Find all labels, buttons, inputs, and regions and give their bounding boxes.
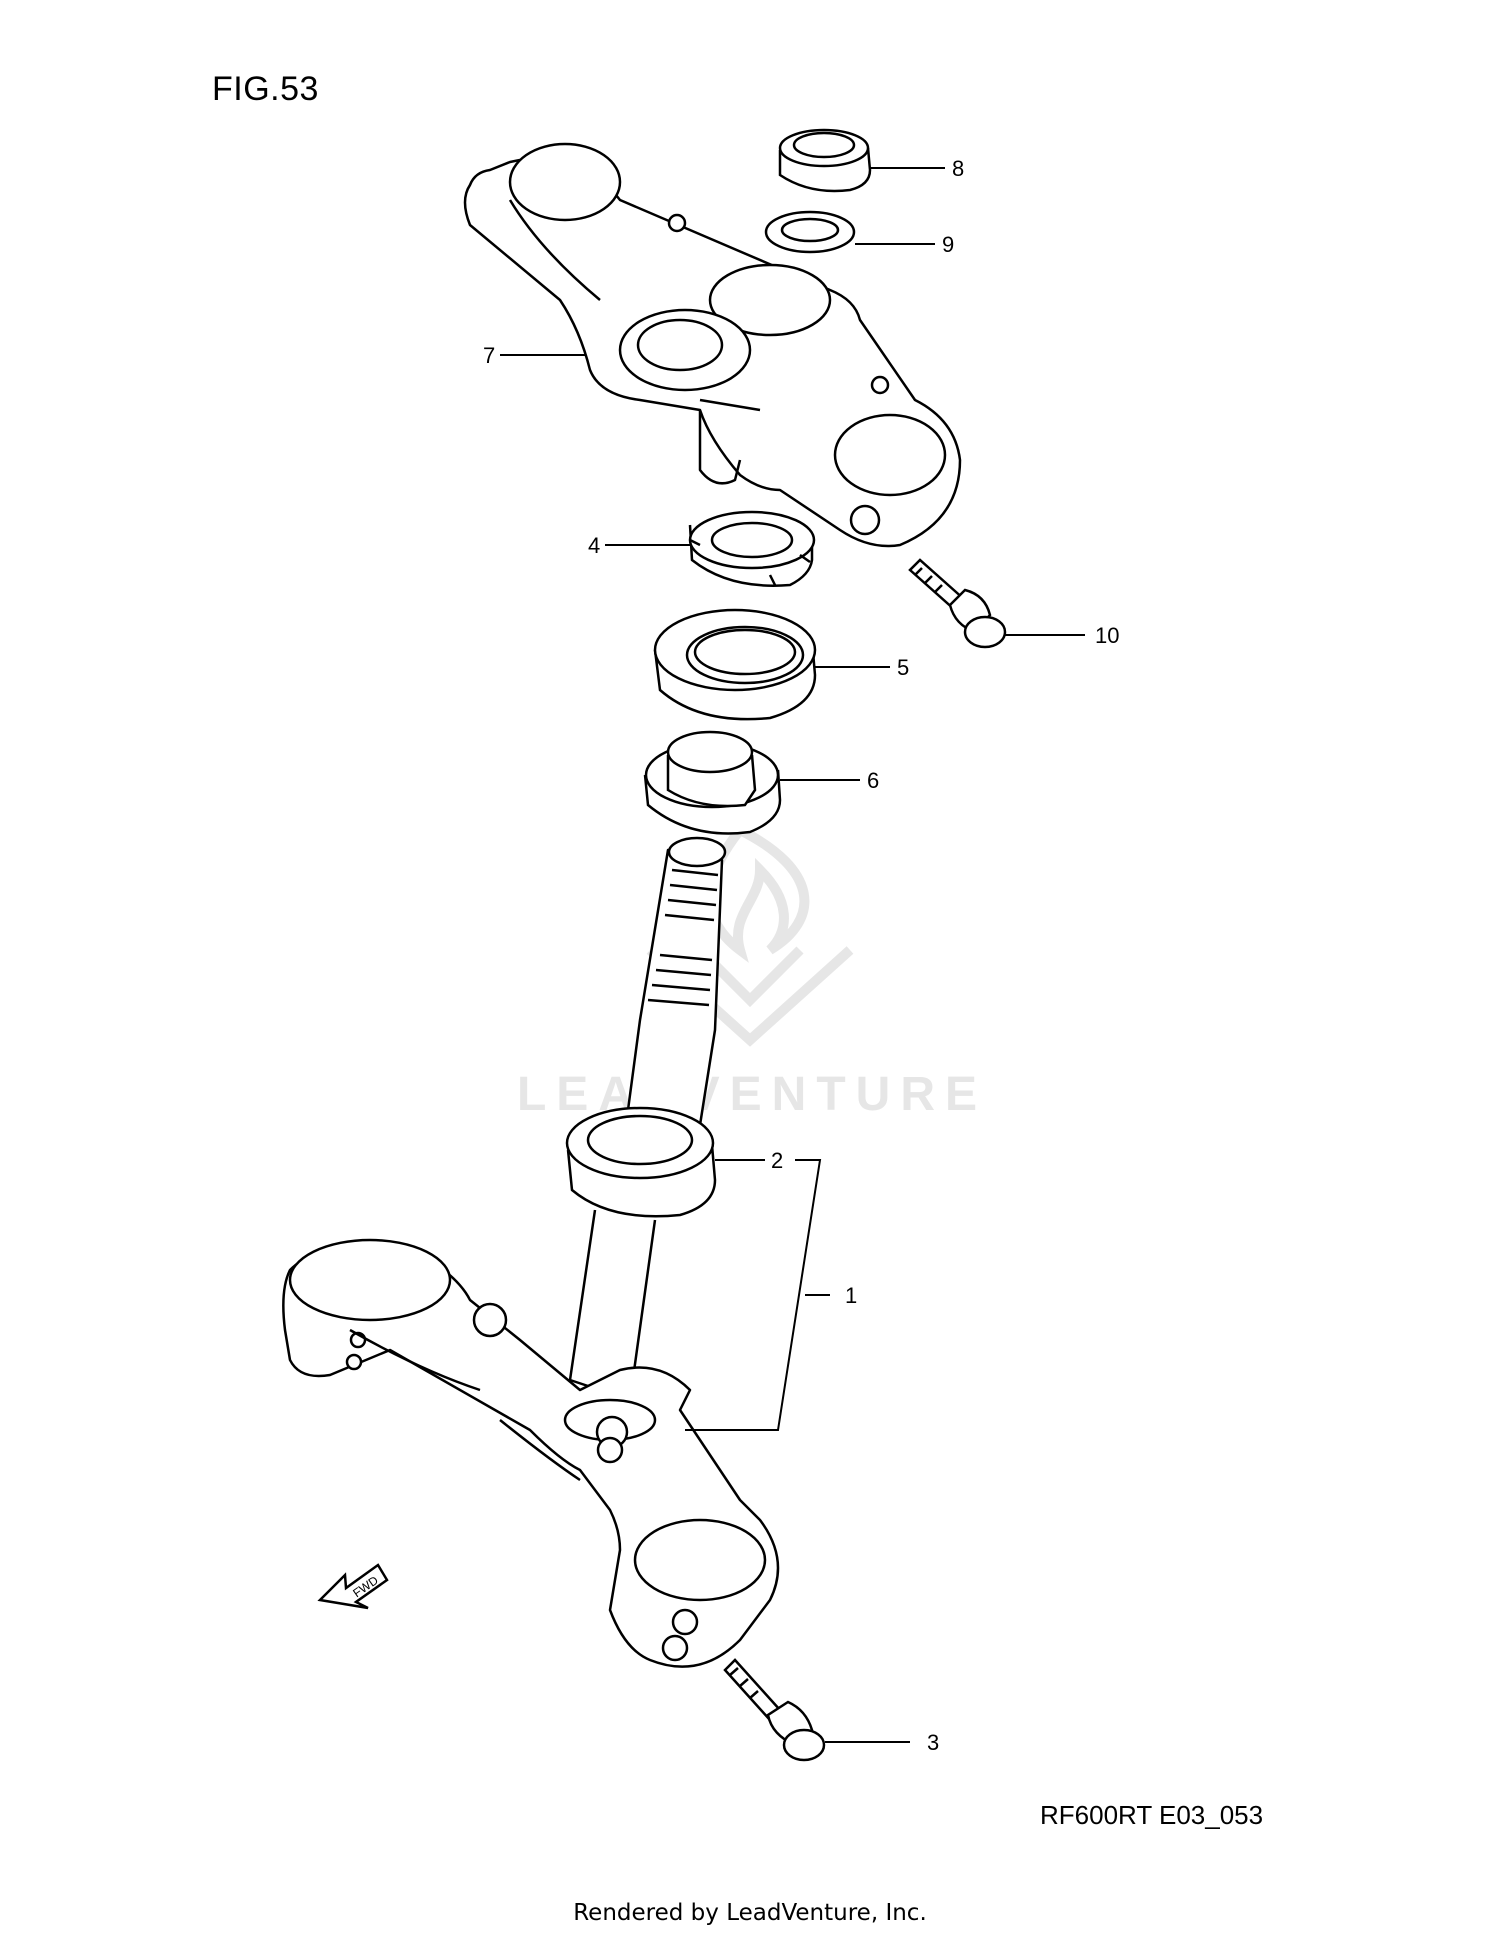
callout-5: 5	[897, 655, 909, 680]
callout-4: 4	[588, 533, 600, 558]
part-7-upper-bracket[interactable]	[463, 142, 962, 548]
callout-8: 8	[952, 156, 964, 181]
part-8-head-nut[interactable]	[778, 128, 872, 193]
leader-lines	[500, 167, 1085, 1743]
callout-labels: 8 9 7 4 10 5 6 2 1 3	[483, 156, 1119, 1755]
leader-1	[685, 1159, 830, 1431]
callout-9: 9	[942, 232, 954, 257]
watermark-text: LEADVENTURE	[517, 1068, 987, 1121]
part-10-bolt-upper[interactable]	[908, 558, 1007, 649]
fwd-arrow-icon: FWD	[317, 1563, 389, 1610]
callout-1: 1	[845, 1283, 857, 1308]
part-5-bearing-upper[interactable]	[653, 608, 817, 721]
callout-10: 10	[1095, 623, 1119, 648]
callout-3: 3	[927, 1730, 939, 1755]
part-3-bolt-lower[interactable]	[723, 1658, 826, 1762]
callout-7: 7	[483, 343, 495, 368]
callout-6: 6	[867, 768, 879, 793]
figure-title: FIG.53	[212, 70, 319, 108]
figure-code: RF600RT E03_053	[1040, 1800, 1264, 1830]
part-2-bearing-lower[interactable]	[565, 1106, 717, 1218]
callout-2: 2	[771, 1148, 783, 1173]
part-9-washer[interactable]	[764, 210, 856, 254]
part-1-steering-stem[interactable]	[282, 836, 780, 1668]
footer-credit: Rendered by LeadVenture, Inc.	[573, 1900, 927, 1926]
part-4-stem-nut[interactable]	[688, 510, 816, 587]
part-6-bearing-upper-inner[interactable]	[643, 730, 782, 835]
